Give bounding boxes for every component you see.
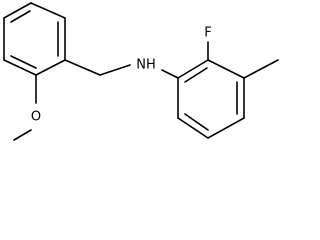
bond — [3, 2, 32, 19]
double-bond-inner — [184, 113, 209, 131]
bond-ch2-to-nh — [99, 64, 131, 76]
bond — [3, 59, 37, 76]
bond-nh-to-ring — [161, 69, 179, 79]
bond — [35, 59, 66, 76]
molecule-diagram: O NH F — [3, 2, 279, 141]
double-bond-inner — [10, 10, 31, 23]
bond — [207, 117, 245, 139]
bond — [177, 59, 209, 79]
double-bond-inner — [184, 67, 208, 83]
bond — [177, 117, 209, 139]
bond — [30, 2, 66, 19]
fluorine-label: F — [204, 26, 211, 41]
bond-ring-to-ch2 — [64, 59, 101, 76]
oxygen-label: O — [31, 110, 41, 125]
methoxyphenyl-ring — [3, 2, 66, 76]
bond-ring-to-methyl — [243, 59, 279, 79]
bond-oxygen-to-methyl — [13, 129, 32, 141]
fluoromethylphenyl-ring — [177, 59, 245, 139]
bond — [207, 59, 245, 79]
double-bond-inner — [10, 55, 37, 69]
amine-label: NH — [136, 58, 156, 73]
